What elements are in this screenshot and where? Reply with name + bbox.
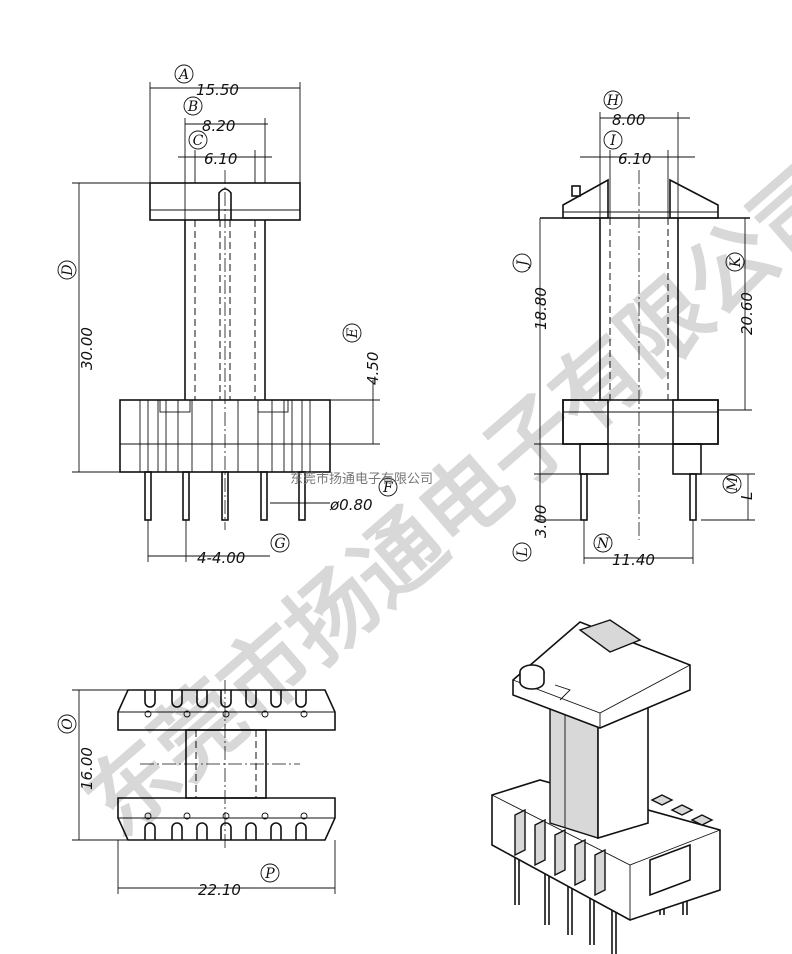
dim-p-value: 22.10 (198, 881, 241, 899)
tag-j: J (515, 259, 531, 269)
tag-m: M (725, 476, 741, 492)
dim-f-value: ø0.80 (329, 496, 373, 514)
dim-d-value: 30.00 (78, 327, 96, 370)
watermark-large-text: 东莞市扬通电子有限公司 (66, 143, 792, 856)
tag-o: O (60, 718, 76, 730)
dim-a-value: 15.50 (196, 81, 239, 99)
tag-c: C (193, 133, 204, 149)
watermark-small-text: 东莞市扬通电子有限公司 (290, 471, 433, 487)
dim-l-value: 3.00 (532, 505, 550, 538)
isometric-view (491, 619, 721, 954)
dim-k-value: 20.60 (738, 292, 756, 335)
tag-f: F (382, 480, 394, 496)
dim-o-value: 16.00 (78, 747, 96, 790)
dim-j-value: 18.80 (532, 287, 550, 330)
tag-n: N (596, 536, 610, 552)
dim-e-value: 4.50 (364, 352, 382, 385)
dim-h-value: 8.00 (612, 111, 645, 129)
bottom-view: 16.00 O 22.10 P (57, 680, 336, 899)
tag-p: P (264, 866, 275, 882)
tag-e: E (345, 328, 361, 339)
tag-l: L (515, 547, 531, 557)
tag-b: B (187, 99, 198, 115)
dim-b-value: 8.20 (202, 117, 235, 135)
dim-i-value: 6.10 (618, 150, 651, 168)
tag-h: H (606, 93, 620, 109)
dim-m-value: L (738, 492, 756, 500)
tag-a: A (177, 67, 189, 83)
side-view: 8.00 H 6.10 I 18.80 J 20.60 K 3.00 L L (512, 90, 756, 569)
tag-k: K (728, 255, 744, 268)
dim-n-value: 11.40 (612, 551, 655, 569)
dim-g-value: 4-4.00 (197, 549, 245, 567)
tag-d: D (60, 264, 76, 276)
dim-c-value: 6.10 (204, 150, 237, 168)
tag-g: G (274, 536, 285, 552)
tag-i: I (609, 133, 616, 149)
watermark: 东莞市扬通电子有限公司 东莞市扬通电子有限公司 (66, 143, 792, 856)
front-view: 15.50 A 8.20 B 6.10 C 30.00 D 4.50 E ø0. (57, 64, 398, 567)
